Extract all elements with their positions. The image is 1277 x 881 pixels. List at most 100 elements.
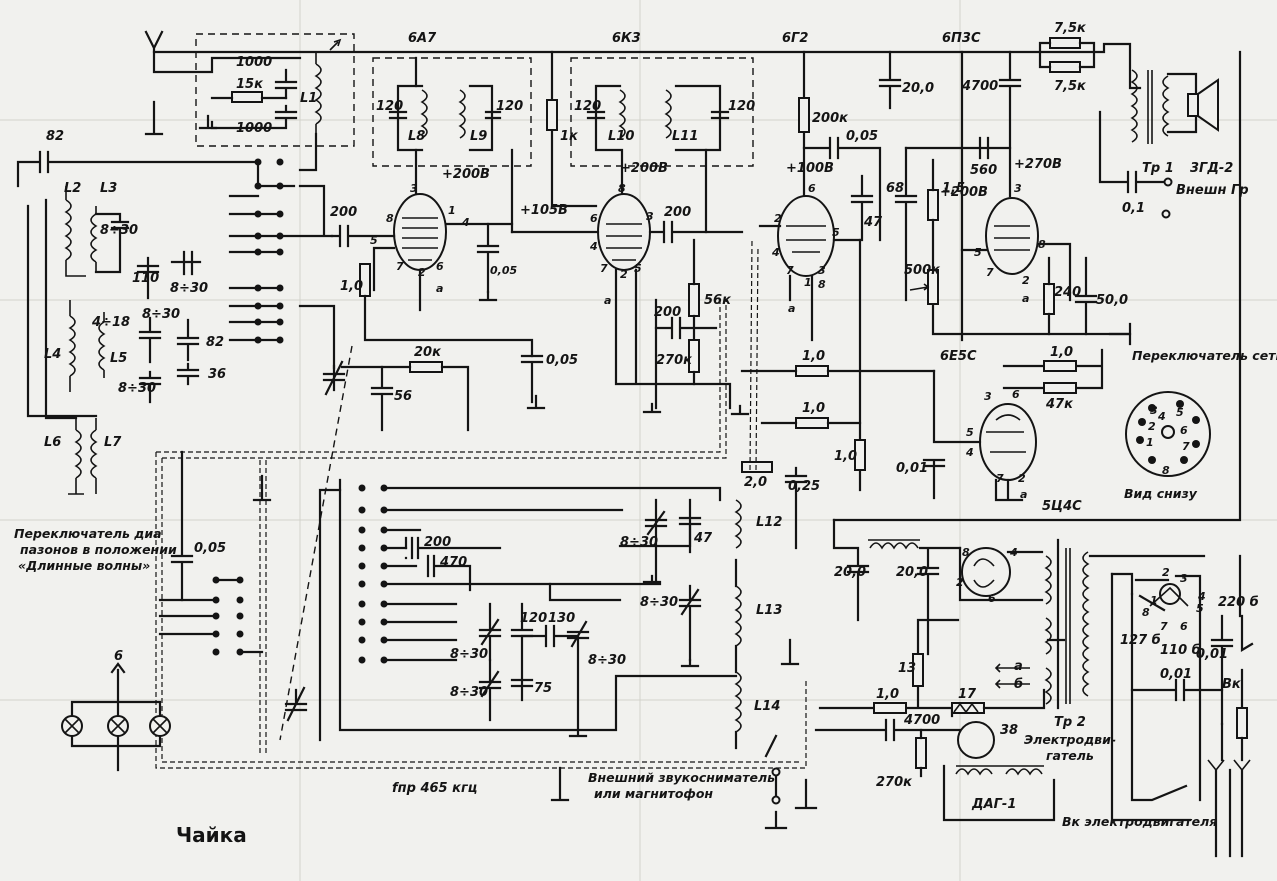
pin-6e5s-4: 4	[965, 446, 974, 459]
mains-pin-6: 6	[1180, 620, 1188, 633]
res-label-47k: 47к	[1045, 397, 1074, 412]
cap-label-200b: 200	[664, 205, 691, 220]
pin-6a7-6: 6	[436, 260, 444, 273]
pin-6k3-5: 5	[634, 262, 642, 275]
coil-label-l5: L5	[110, 351, 127, 366]
cap-label-001a: 0,01	[896, 461, 928, 476]
cap-label-130: 130	[548, 611, 575, 626]
res-label-1m-f: 1,0	[876, 687, 899, 702]
coil-label-l14: L14	[754, 699, 780, 714]
pin-6g2-5: 5	[832, 226, 840, 239]
switch-pin-7: 7	[1182, 440, 1190, 453]
res-label-1m-a: 1,0	[340, 279, 363, 294]
cap-label-001c: 0,01	[1160, 667, 1192, 682]
resistor-47k	[1043, 382, 1077, 394]
mains-transformer-primary	[1082, 551, 1090, 697]
mains-pin-2: 2	[1162, 566, 1170, 579]
pin-6a7-3: 3	[410, 182, 418, 195]
res-label-13: 13	[898, 661, 916, 676]
cap-label-005d: 0,05	[194, 541, 226, 556]
cap-label-trim-830d: 8÷30	[118, 381, 156, 396]
pin-6a7-4: 4	[461, 216, 470, 229]
cap-label-trim-830h: 8÷30	[620, 535, 658, 550]
pin-6p3s-7: 7	[986, 266, 994, 279]
pin-6k3-a: а	[604, 294, 611, 307]
tube-5c4s	[961, 547, 1011, 597]
band-switch-rf: 200	[228, 132, 396, 370]
resistor-7k5-b	[1049, 61, 1081, 73]
cap-label-trim-830g: 8÷30	[588, 653, 626, 668]
coil-l14	[734, 671, 742, 733]
voltage-105v: +105В	[520, 203, 568, 218]
cap-label-025: 0,25	[788, 479, 820, 494]
voltage-200v-c: +200В	[940, 185, 988, 200]
coil-label-l4: L4	[44, 347, 61, 362]
coil-label-l12: L12	[756, 515, 782, 530]
coil-l2	[64, 186, 86, 277]
pickup-label-1: Внешний звукосниматель	[588, 770, 775, 785]
res-label-270k-a: 270к	[656, 353, 693, 368]
res-label-20k: 20к	[414, 345, 442, 360]
motor-model-label: ДАГ-1	[971, 797, 1016, 812]
pin-5c4s-6: 6	[988, 592, 996, 605]
motor-windings	[955, 765, 1044, 776]
coil-l4	[68, 300, 76, 392]
resistor-200k	[798, 97, 810, 133]
cap-label-120c: 120	[574, 99, 601, 114]
cap-label-418: 4÷18	[91, 315, 130, 330]
tube-label-6a7: 6А7	[408, 31, 437, 46]
mains-pin-3: 3	[1180, 572, 1188, 585]
pin-6a7-8: 8	[386, 212, 394, 225]
coil-label-l10: L10	[608, 129, 634, 144]
input-shield	[195, 33, 355, 147]
pin-6a7-2: 2	[418, 266, 426, 279]
resistor-1m5	[927, 189, 939, 221]
cap-label-trim-830i: 8÷30	[640, 595, 678, 610]
band-switch-label-2: пазонов в положении	[20, 542, 177, 557]
pin-6g2-4: 4	[771, 246, 780, 259]
loudspeaker-icon	[1187, 78, 1219, 132]
switch-pin-3: 3	[1150, 404, 1158, 417]
band-switch-and-lamps: 0,05 Переключатель диа пазонов в положен…	[14, 450, 264, 847]
pin-6p3s-5: 5	[974, 246, 982, 259]
pin-6p3s-8: 8	[1038, 238, 1046, 251]
cap-label-20b: 20,0	[834, 565, 866, 580]
pin-6e5s-5: 5	[966, 426, 974, 439]
resistor-20k	[409, 361, 443, 373]
mains-label-110: 110 б	[1160, 643, 1201, 658]
voltage-200v-a: +200В	[442, 167, 490, 182]
ground-symbols	[198, 114, 1132, 738]
lamp-voltage-label: 6	[114, 649, 123, 664]
res-label-7k5-a: 7,5к	[1054, 21, 1087, 36]
tube-label-6e5s: 6Е5С	[940, 349, 977, 364]
mains-label-220: 220 б	[1218, 595, 1259, 610]
pin-6g2-8: 8	[818, 278, 826, 291]
coil-label-l6: L6	[44, 435, 61, 450]
if-frequency-label: fпр 465 кгц	[392, 781, 477, 796]
voltage-270v: +270В	[1014, 157, 1062, 172]
cap-label-1000b: 1000	[236, 121, 272, 136]
motor-label-2: гатель	[1046, 748, 1094, 763]
resistor-270k-b	[915, 737, 927, 769]
res-label-270k-b: 270к	[876, 775, 913, 790]
res-label-1m-b: 1,0	[802, 349, 825, 364]
mains-label-127: 127 б	[1120, 633, 1161, 648]
switch-pin-2: 2	[1148, 420, 1156, 433]
resistor-13	[912, 653, 924, 687]
coil-l10-l11	[618, 89, 672, 139]
cap-label-1000a: 1000	[236, 55, 272, 70]
coil-label-l9: L9	[470, 129, 487, 144]
cap-label-120e: 120	[520, 611, 547, 626]
coil-l5	[98, 312, 106, 378]
heater-label-a: а	[1014, 659, 1023, 674]
oscillator-section: 200 470 8÷30 8÷30 120 75 130 8÷30 8÷30 4…	[155, 239, 807, 796]
switch-pin-5: 5	[1176, 406, 1184, 419]
cap-label-47a: 47	[863, 215, 883, 230]
pin-6e5s-3: 3	[984, 390, 992, 403]
tube-label-6g2: 6Г2	[782, 31, 808, 46]
motor-and-pickup: 1,0 13 17 4700 270к 38 ДАГ-1 Электродви-…	[550, 618, 1116, 830]
cap-label-005a: 0,05	[490, 264, 517, 277]
resistor-1m-b	[795, 365, 829, 377]
cap-label-110: 110	[132, 271, 159, 286]
